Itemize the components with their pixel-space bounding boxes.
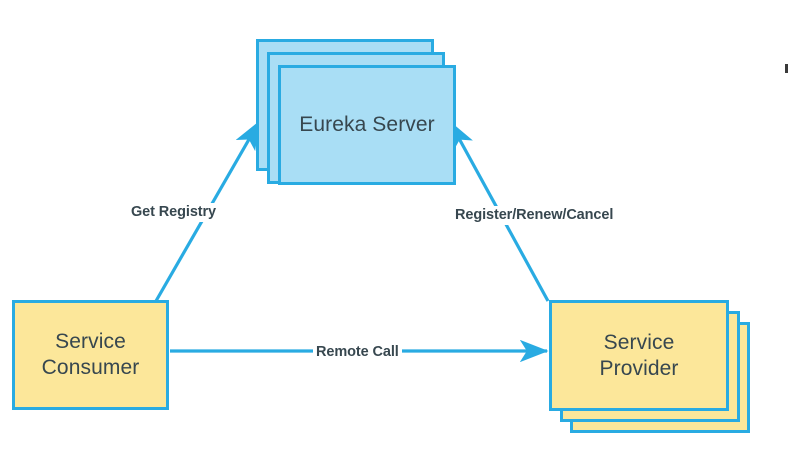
edge-artifact-mark xyxy=(785,64,788,73)
eureka-server-label: Eureka Server xyxy=(299,113,435,137)
service-consumer[interactable]: Service Consumer xyxy=(12,300,169,410)
eureka-server[interactable]: Eureka Server xyxy=(278,65,456,185)
edge-label-register-renew-cancel: Register/Renew/Cancel xyxy=(452,206,617,225)
service-consumer-label: Service Consumer xyxy=(41,330,140,379)
edge-label-remote-call: Remote Call xyxy=(313,343,402,362)
service-provider[interactable]: Service Provider xyxy=(549,300,729,411)
edge-label-get-registry: Get Registry xyxy=(128,203,220,222)
service-provider-label: Service Provider xyxy=(599,330,679,380)
